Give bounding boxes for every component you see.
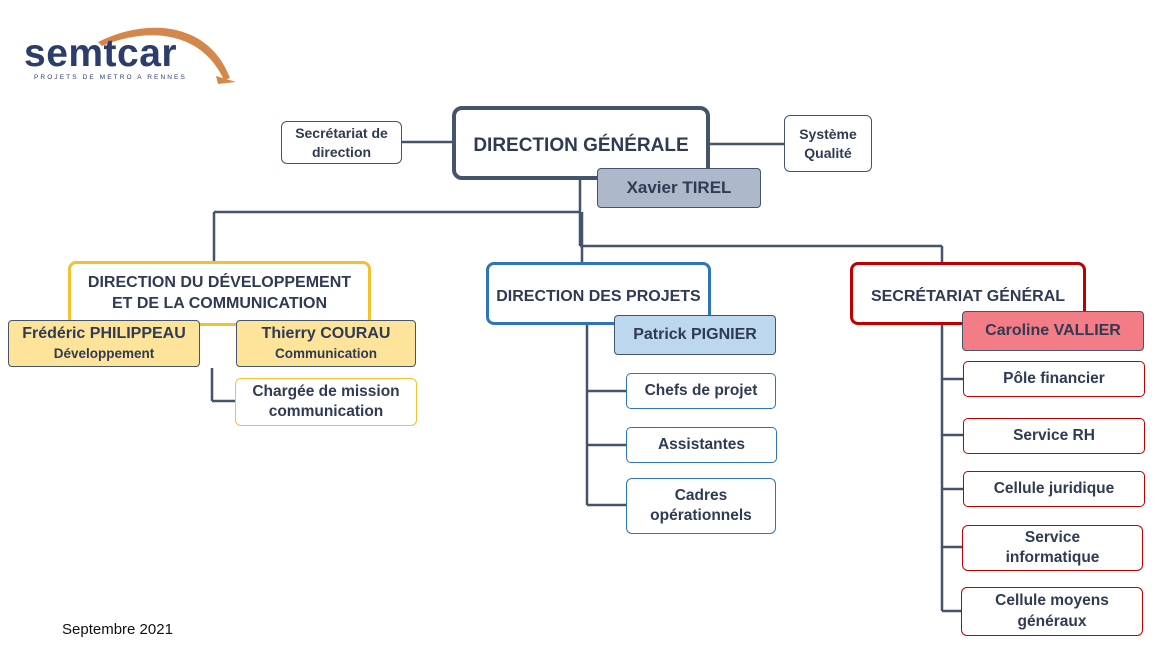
cellule-juridique-box: Cellule juridique — [963, 471, 1145, 507]
footer-date: Septembre 2021 — [62, 621, 173, 638]
direction-projets-box: DIRECTION DES PROJETS — [486, 262, 711, 325]
director-vallier: Caroline VALLIER — [962, 311, 1144, 351]
logo: semtcar — [24, 32, 178, 75]
secretariat-general-title: SECRÉTARIAT GÉNÉRAL — [870, 288, 1066, 305]
chefs-de-projet-box: Chefs de projet — [626, 373, 776, 409]
systeme-qualite-line1: Système — [799, 126, 857, 143]
service-informatique-line1: Service — [1024, 528, 1081, 546]
philippeau-role: Développement — [53, 346, 155, 362]
chargee-mission-box: Chargée de mission communication — [235, 378, 417, 426]
director-general-name: Xavier TIREL — [597, 168, 761, 208]
person-courau: Thierry COURAU Communication — [236, 320, 416, 367]
cellule-moyens-line2: généraux — [1017, 612, 1087, 630]
secretariat-direction-box: Secrétariat de direction — [281, 121, 402, 164]
secretariat-direction-line2: direction — [311, 143, 372, 160]
service-informatique-line2: informatique — [1005, 549, 1100, 566]
person-philippeau: Frédéric PHILIPPEAU Développement — [8, 320, 200, 367]
direction-generale-box: DIRECTION GÉNÉRALE — [452, 106, 710, 180]
chargee-mission-line1: Chargée de mission — [252, 382, 400, 400]
cellule-moyens-line1: Cellule moyens — [995, 592, 1109, 610]
secretariat-direction-line1: Secrétariat de — [295, 125, 388, 142]
cadres-operationnels-box: Cadres opérationnels — [626, 478, 776, 534]
director-pignier: Patrick PIGNIER — [614, 315, 776, 355]
systeme-qualite-box: Système Qualité — [784, 115, 872, 172]
direction-generale-title: DIRECTION GÉNÉRALE — [473, 135, 689, 156]
service-informatique-box: Service informatique — [962, 525, 1143, 571]
direction-developpement-box: DIRECTION DU DÉVELOPPEMENT ET DE LA COMM… — [68, 261, 371, 326]
direction-developpement-line2: ET DE LA COMMUNICATION — [111, 294, 328, 312]
cadres-line2: opérationnels — [650, 507, 752, 524]
systeme-qualite-line2: Qualité — [804, 144, 852, 161]
chargee-mission-line2: communication — [268, 403, 384, 420]
cadres-line1: Cadres — [674, 486, 728, 504]
direction-developpement-line1: DIRECTION DU DÉVELOPPEMENT — [87, 274, 352, 291]
logo-tagline: PROJETS DE METRO A RENNES — [34, 74, 187, 81]
cellule-moyens-generaux-box: Cellule moyens généraux — [961, 587, 1143, 636]
assistantes-box: Assistantes — [626, 427, 777, 463]
pole-financier-box: Pôle financier — [963, 361, 1145, 397]
philippeau-name: Frédéric PHILIPPEAU — [22, 325, 186, 343]
courau-role: Communication — [274, 346, 377, 362]
direction-projets-title: DIRECTION DES PROJETS — [496, 288, 701, 305]
service-rh-box: Service RH — [963, 418, 1145, 454]
logo-arc-icon — [98, 27, 236, 84]
courau-name: Thierry COURAU — [261, 325, 391, 343]
